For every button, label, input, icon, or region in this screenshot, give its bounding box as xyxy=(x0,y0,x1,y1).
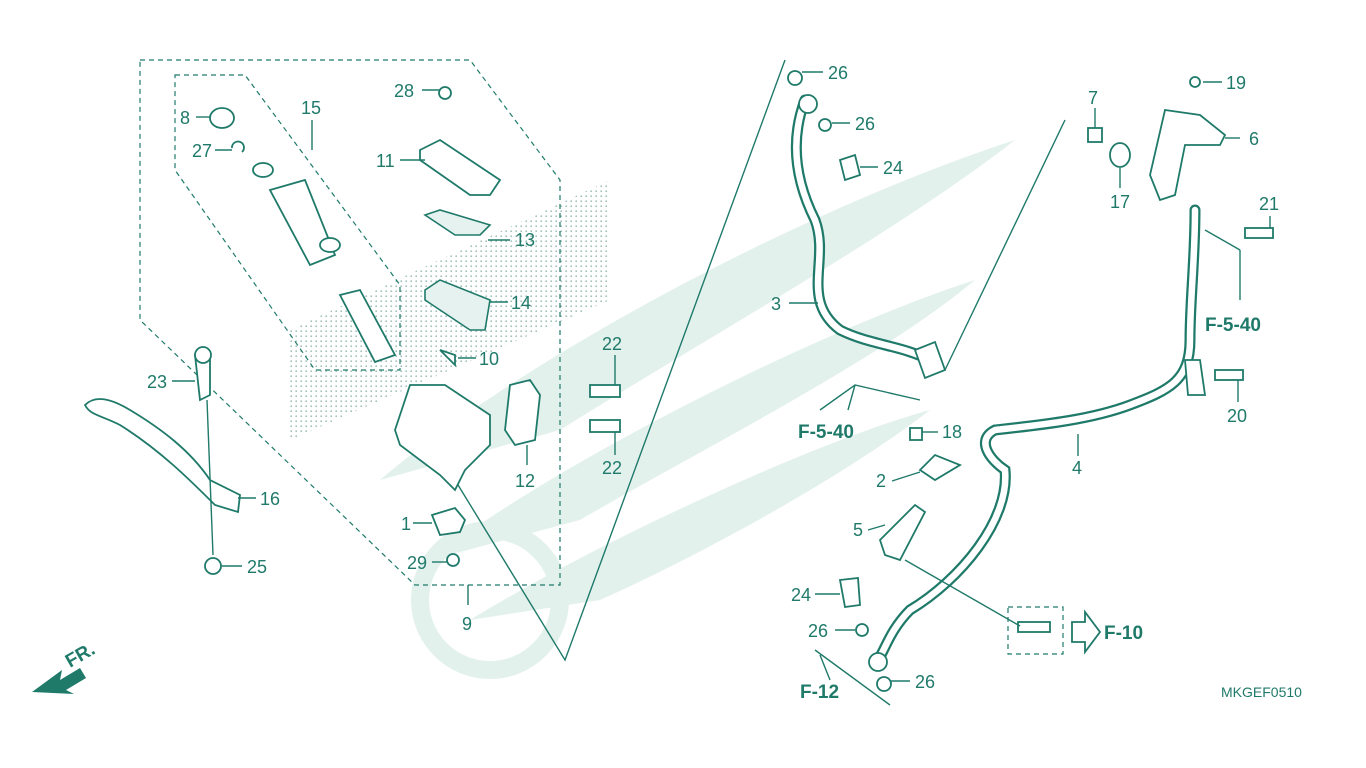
front-direction-arrow-icon xyxy=(32,668,86,694)
reference-labels: F-5-40 F-5-40 F-10 F-12 xyxy=(798,315,1261,703)
arrow-right-outline-icon xyxy=(1071,609,1102,655)
callout-23: 23 xyxy=(147,372,167,392)
callout-7: 7 xyxy=(1088,88,1098,108)
master-cylinder-box xyxy=(139,59,561,586)
callout-22-bottom: 22 xyxy=(602,458,622,478)
callout-12: 12 xyxy=(515,471,535,491)
callout-1: 1 xyxy=(401,514,411,534)
callout-26-c: 26 xyxy=(808,621,828,641)
callout-9: 9 xyxy=(462,614,472,634)
reference-f-10: F-10 xyxy=(1104,623,1143,644)
upper-brake-hose xyxy=(787,70,947,380)
bracket-parts xyxy=(878,76,1274,655)
callout-29: 29 xyxy=(407,553,427,573)
callout-21: 21 xyxy=(1259,194,1279,214)
callout-20: 20 xyxy=(1227,406,1247,426)
callout-25: 25 xyxy=(247,557,267,577)
callout-27: 27 xyxy=(192,141,212,161)
reference-f-5-40-right: F-5-40 xyxy=(1205,315,1261,336)
master-cylinder-parts xyxy=(209,86,621,567)
callout-28: 28 xyxy=(394,81,414,101)
callout-2: 2 xyxy=(876,471,886,491)
leader-lines xyxy=(172,71,1271,682)
callout-16: 16 xyxy=(260,489,280,509)
callout-6: 6 xyxy=(1249,129,1259,149)
callout-13: 13 xyxy=(515,230,535,250)
lower-brake-hose xyxy=(838,204,1207,692)
callout-24-a: 24 xyxy=(883,158,903,178)
guide-lines xyxy=(454,59,1066,706)
callout-17: 17 xyxy=(1110,192,1130,212)
part-callouts: 8 27 15 28 11 13 14 10 22 22 12 1 29 9 2… xyxy=(147,63,1279,692)
callout-24-b: 24 xyxy=(791,585,811,605)
reference-f-12: F-12 xyxy=(800,682,839,703)
brake-lever xyxy=(83,346,241,575)
callout-3: 3 xyxy=(771,294,781,314)
callout-4: 4 xyxy=(1072,458,1082,478)
diagram-code: MKGEF0510 xyxy=(1221,684,1302,700)
callout-26-b: 26 xyxy=(855,114,875,134)
callout-14: 14 xyxy=(511,293,531,313)
callout-11: 11 xyxy=(376,151,395,171)
callout-18: 18 xyxy=(942,422,962,442)
callout-15: 15 xyxy=(301,98,321,118)
callout-26-d: 26 xyxy=(915,672,935,692)
callout-5: 5 xyxy=(853,520,863,540)
front-marker-label: FR. xyxy=(62,639,99,672)
callout-10: 10 xyxy=(479,349,499,369)
callout-22-top: 22 xyxy=(602,334,622,354)
reference-f-5-40-left: F-5-40 xyxy=(798,422,854,443)
callout-8: 8 xyxy=(180,108,190,128)
callout-19: 19 xyxy=(1226,73,1246,93)
callout-26-a: 26 xyxy=(828,63,848,83)
